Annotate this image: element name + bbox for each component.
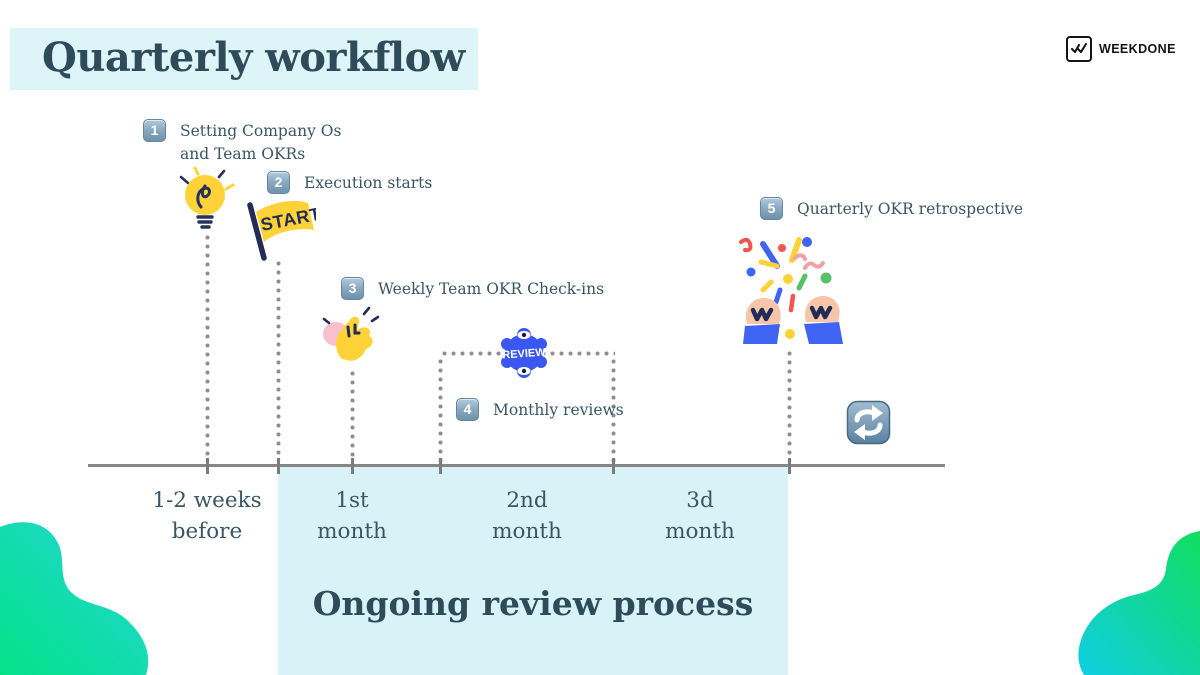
weekdone-logo: WEEKDONE: [1066, 36, 1176, 62]
timeline-label-month-1: 1st month: [267, 485, 437, 547]
step-5: 5 Quarterly OKR retrospective: [760, 197, 1023, 221]
step-2: 2 Execution starts: [267, 171, 432, 195]
double-check-icon: [1066, 36, 1092, 62]
timeline-label-line2: month: [492, 519, 562, 544]
timeline-label-line2: before: [171, 519, 243, 544]
green-blob-bottom-right: [1040, 525, 1200, 675]
timeline-label-line1: 2nd: [506, 488, 548, 513]
timeline-label-line1: 3d: [686, 488, 714, 513]
axis-tick: [439, 458, 442, 474]
step-5-label: Quarterly OKR retrospective: [797, 200, 1024, 218]
step-3: 3 Weekly Team OKR Check-ins: [341, 277, 604, 301]
dotted-bracket-right: [611, 357, 616, 464]
green-blob-bottom-left: [0, 515, 200, 675]
axis-tick: [351, 458, 354, 474]
step-1-number-badge: 1: [143, 119, 166, 142]
step-4-number-badge: 4: [456, 398, 479, 421]
start-flag-icon: START: [238, 196, 316, 262]
axis-tick: [788, 458, 791, 474]
review-badge-text: REVIEW: [502, 346, 547, 361]
waving-hand-icon: [320, 303, 382, 367]
repeat-icon: [846, 400, 891, 445]
dotted-connector-step2: [276, 259, 281, 461]
timeline-label-weeks-before: 1-2 weeks before: [122, 485, 292, 547]
axis-tick: [612, 458, 615, 474]
timeline-label-line2: month: [317, 519, 387, 544]
step-3-label: Weekly Team OKR Check-ins: [378, 280, 605, 298]
lightbulb-icon: [172, 162, 240, 232]
celebration-hands-icon: [733, 232, 851, 344]
ongoing-review-region: [278, 466, 788, 675]
review-badge-icon: REVIEW: [495, 324, 553, 382]
timeline-label-line1: 1-2 weeks: [152, 488, 262, 513]
dotted-connector-step5: [787, 349, 792, 461]
step-4: 4 Monthly reviews: [456, 398, 624, 422]
step-3-number-badge: 3: [341, 277, 364, 300]
axis-tick: [277, 458, 280, 474]
step-1-label-line1: Setting Company Os: [180, 122, 342, 140]
step-1: 1 Setting Company Os and Team OKRs: [143, 119, 341, 166]
timeline-label-month-2: 2nd month: [442, 485, 612, 547]
timeline-label-month-3: 3d month: [615, 485, 785, 547]
brand-name: WEEKDONE: [1099, 42, 1176, 56]
timeline-axis: [88, 464, 945, 467]
ongoing-review-caption: Ongoing review process: [312, 584, 754, 623]
step-1-label-line2: and Team OKRs: [180, 145, 306, 163]
timeline-label-line2: month: [665, 519, 735, 544]
dotted-connector-step1: [205, 233, 210, 461]
axis-tick: [206, 458, 209, 474]
timeline-label-line1: 1st: [335, 488, 369, 513]
step-2-label: Execution starts: [304, 174, 433, 192]
dotted-bracket-left: [438, 357, 443, 464]
step-5-number-badge: 5: [760, 197, 783, 220]
title-highlight-box: [10, 28, 478, 90]
dotted-connector-step3: [350, 369, 355, 461]
step-1-label: Setting Company Os and Team OKRs: [180, 119, 341, 166]
page-title: Quarterly workflow: [42, 34, 465, 81]
step-2-number-badge: 2: [267, 171, 290, 194]
step-4-label: Monthly reviews: [493, 401, 624, 419]
